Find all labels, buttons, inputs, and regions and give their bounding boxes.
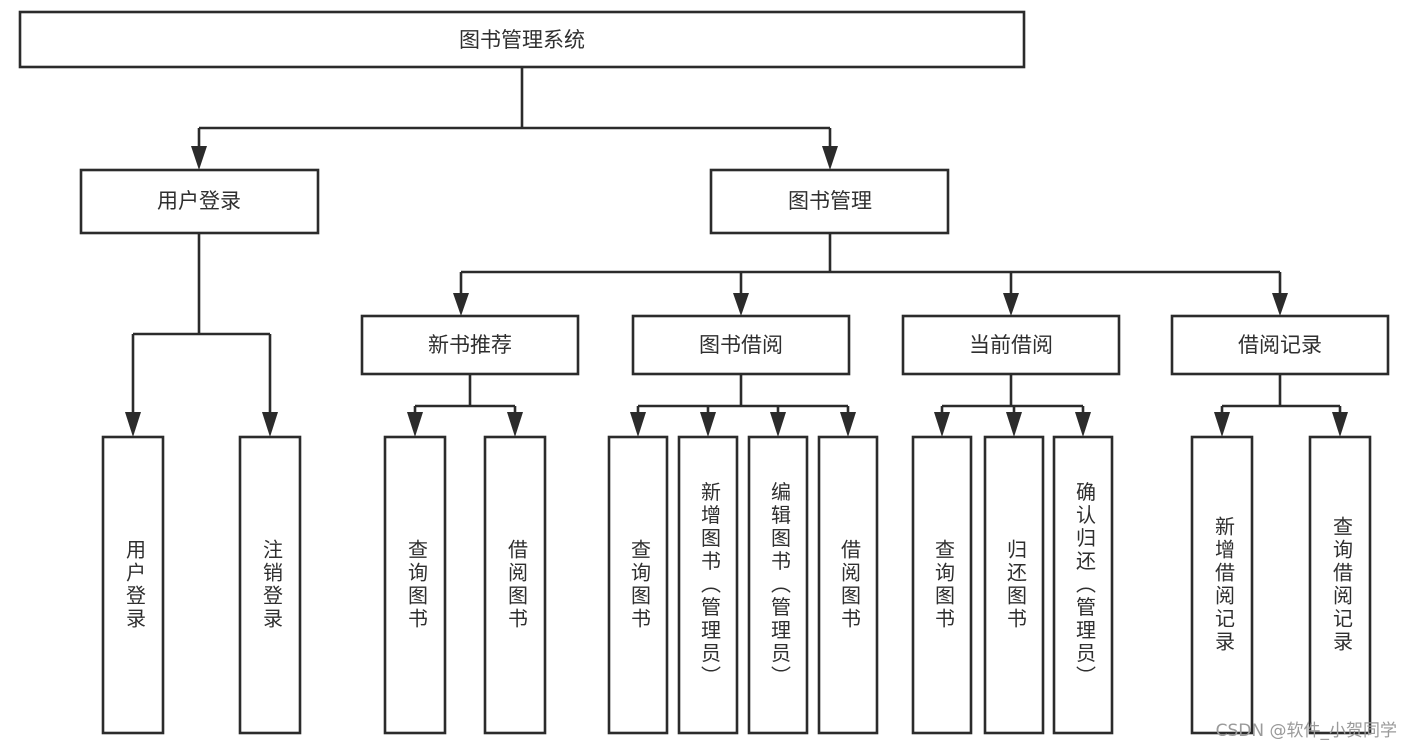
arrow-head-new-book-recommend [453,293,469,316]
node-book-management[interactable]: 图书管理 [709,168,950,235]
node-book-borrow-box[interactable] [631,314,851,376]
node-leaf-borrow-book[interactable]: 借阅图书 [817,435,879,735]
arrow-head-book-borrow [733,293,749,316]
node-leaf-borrow-book-recommend[interactable]: 借阅图书 [483,435,547,735]
node-book-borrow-label: 图书借阅 [699,333,783,357]
node-leaf-query-book-recommend-label: 查询图书 [405,539,429,631]
node-leaf-add-borrow-record[interactable]: 新增借阅记录 [1190,435,1254,735]
arrow-head-leaf-user-login [125,412,141,437]
arrow-head-user-login [191,146,207,170]
node-leaf-user-logout-label: 注销登录 [260,539,284,631]
node-leaf-query-book-recommend[interactable]: 查询图书 [383,435,447,735]
node-leaf-query-book-current-box[interactable] [911,435,973,735]
arrow-head-leaf-add-borrow-record [1214,412,1230,437]
node-leaf-edit-book-admin-label: 编辑图书（管理员） [768,481,792,688]
arrow-head-leaf-add-book-admin [700,412,716,437]
node-new-book-recommend-label: 新书推荐 [428,333,512,357]
node-leaf-query-borrow-record-box[interactable] [1308,435,1372,735]
arrow-head-leaf-borrow-book [840,412,856,437]
node-root[interactable]: 图书管理系统 [18,10,1026,69]
node-leaf-add-borrow-record-label: 新增借阅记录 [1212,516,1236,654]
arrow-head-leaf-query-book-recommend [407,412,423,437]
watermark: CSDN @软件_小贺同学 [1215,721,1397,741]
node-leaf-confirm-return-admin-box[interactable] [1052,435,1114,735]
node-leaf-user-login-box[interactable] [101,435,165,735]
node-leaf-return-book[interactable]: 归还图书 [983,435,1045,735]
arrow-head-leaf-query-book-borrow [630,412,646,437]
node-leaf-query-book-recommend-box[interactable] [383,435,447,735]
node-new-book-recommend-box[interactable] [360,314,580,376]
node-leaf-borrow-book-label: 借阅图书 [838,539,862,631]
connector-layer [125,67,1348,437]
node-leaf-add-borrow-record-box[interactable] [1190,435,1254,735]
node-leaf-confirm-return-admin[interactable]: 确认归还（管理员） [1052,435,1114,735]
node-borrow-record-label: 借阅记录 [1238,333,1322,357]
arrow-head-borrow-record [1272,293,1288,316]
node-user-login-label: 用户登录 [157,189,241,213]
node-leaf-user-login-label: 用户登录 [123,539,147,631]
node-book-borrow[interactable]: 图书借阅 [631,314,851,376]
arrow-head-leaf-return-book [1006,412,1022,437]
node-root-box[interactable] [18,10,1026,69]
node-borrow-record[interactable]: 借阅记录 [1170,314,1390,376]
arrow-head-leaf-confirm-return-admin [1075,412,1091,437]
node-leaf-query-borrow-record-label: 查询借阅记录 [1330,516,1354,654]
arrow-head-leaf-user-logout [262,412,278,437]
node-book-management-label: 图书管理 [788,189,872,213]
arrow-head-leaf-borrow-book-recommend [507,412,523,437]
node-leaf-add-book-admin-box[interactable] [677,435,739,735]
node-new-book-recommend[interactable]: 新书推荐 [360,314,580,376]
node-user-login[interactable]: 用户登录 [79,168,320,235]
node-current-borrow-label: 当前借阅 [969,333,1053,357]
node-leaf-edit-book-admin-box[interactable] [747,435,809,735]
node-leaf-query-book-current[interactable]: 查询图书 [911,435,973,735]
node-leaf-borrow-book-recommend-label: 借阅图书 [505,539,529,631]
node-current-borrow[interactable]: 当前借阅 [901,314,1121,376]
arrow-head-leaf-edit-book-admin [770,412,786,437]
arrow-head-leaf-query-book-current [934,412,950,437]
node-leaf-return-book-label: 归还图书 [1004,539,1028,631]
arrow-head-book-management [822,146,838,170]
node-root-label: 图书管理系统 [459,28,585,52]
node-leaf-borrow-book-recommend-box[interactable] [483,435,547,735]
node-leaf-query-book-borrow-box[interactable] [607,435,669,735]
node-leaf-user-login[interactable]: 用户登录 [101,435,165,735]
node-user-login-box[interactable] [79,168,320,235]
node-leaf-query-book-current-label: 查询图书 [932,539,956,631]
node-leaf-query-book-borrow-label: 查询图书 [628,539,652,631]
node-borrow-record-box[interactable] [1170,314,1390,376]
arrow-head-current-borrow [1003,293,1019,316]
node-current-borrow-box[interactable] [901,314,1121,376]
node-leaf-query-book-borrow[interactable]: 查询图书 [607,435,669,735]
node-leaf-user-logout[interactable]: 注销登录 [238,435,302,735]
node-book-management-box[interactable] [709,168,950,235]
node-leaf-return-book-box[interactable] [983,435,1045,735]
arrow-head-leaf-query-borrow-record [1332,412,1348,437]
node-leaf-user-logout-box[interactable] [238,435,302,735]
node-leaf-confirm-return-admin-label: 确认归还（管理员） [1073,481,1097,688]
node-leaf-edit-book-admin[interactable]: 编辑图书（管理员） [747,435,809,735]
node-leaf-query-borrow-record[interactable]: 查询借阅记录 [1308,435,1372,735]
node-leaf-add-book-admin-label: 新增图书（管理员） [698,481,722,688]
node-leaf-add-book-admin[interactable]: 新增图书（管理员） [677,435,739,735]
node-leaf-borrow-book-box[interactable] [817,435,879,735]
